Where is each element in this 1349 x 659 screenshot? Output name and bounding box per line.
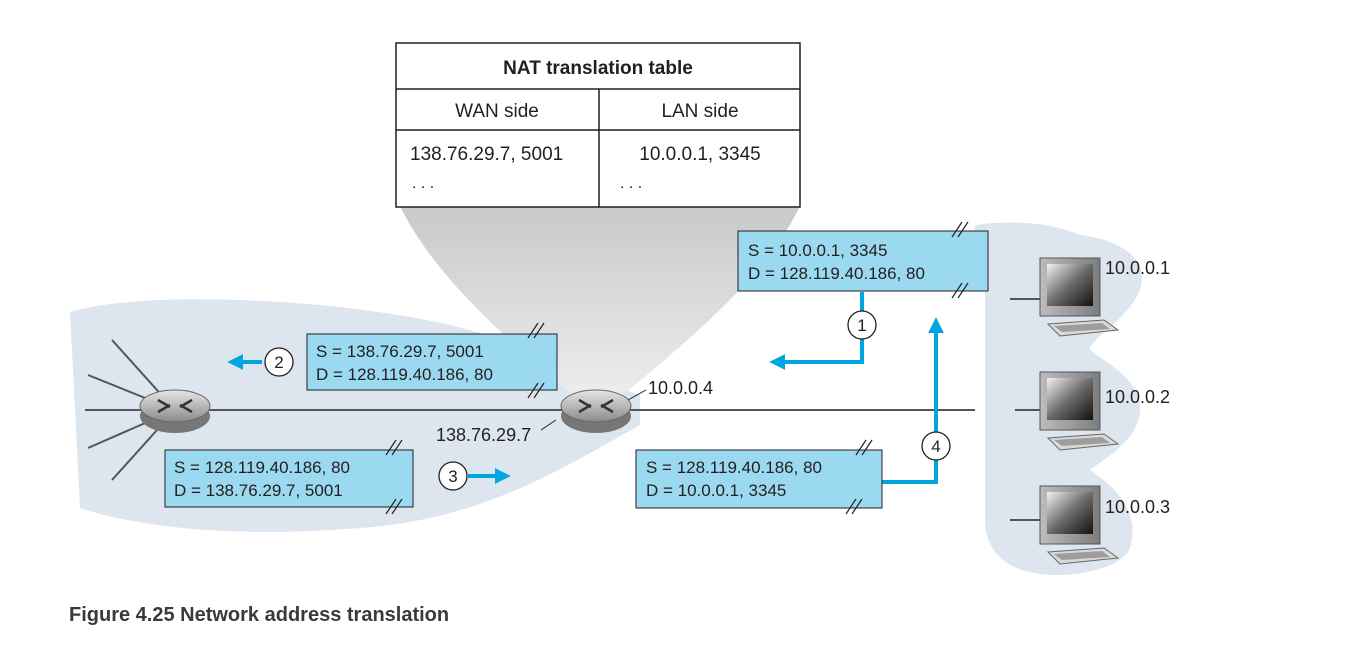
packet-source: S = 10.0.0.1, 3345 [748, 241, 887, 260]
step-marker-4: 4 [921, 431, 951, 461]
table-zoom-cone [400, 206, 800, 408]
packet-2: S = 138.76.29.7, 5001 D = 128.119.40.186… [306, 322, 558, 399]
host-computer-icon [1039, 257, 1120, 337]
nat-lan-address: 10.0.0.4 [648, 378, 713, 398]
nat-wan-address: 138.76.29.7 [436, 425, 531, 445]
packet-dest: D = 128.119.40.186, 80 [316, 365, 493, 384]
table-cell: . . . [412, 175, 434, 192]
host-address: 10.0.0.3 [1105, 497, 1170, 517]
nat-router-icon [560, 389, 632, 433]
table-cell: 138.76.29.7, 5001 [410, 144, 563, 165]
packet-dest: D = 138.76.29.7, 5001 [174, 481, 343, 500]
svg-text:4: 4 [931, 437, 940, 456]
host-computer-icon [1039, 371, 1120, 451]
path-step-4 [880, 317, 944, 484]
packet-dest: D = 128.119.40.186, 80 [748, 264, 925, 283]
table-cell: . . . [620, 175, 642, 192]
table-header-lan: LAN side [661, 101, 738, 122]
nat-translation-table: NAT translation table WAN side LAN side … [395, 42, 801, 208]
packet-dest: D = 10.0.0.1, 3345 [646, 481, 786, 500]
host-computer-icon [1039, 485, 1120, 565]
packet-3: S = 128.119.40.186, 80 D = 138.76.29.7, … [164, 439, 414, 515]
table-title: NAT translation table [503, 58, 693, 79]
table-cell: 10.0.0.1, 3345 [639, 144, 761, 165]
wan-router-icon [139, 389, 211, 433]
step-marker-3: 3 [438, 461, 468, 491]
packet-4: S = 128.119.40.186, 80 D = 10.0.0.1, 334… [635, 439, 883, 515]
svg-text:2: 2 [274, 353, 283, 372]
table-header-wan: WAN side [455, 101, 539, 122]
host-address: 10.0.0.1 [1105, 258, 1170, 278]
packet-1: S = 10.0.0.1, 3345 D = 128.119.40.186, 8… [737, 221, 989, 299]
host-address: 10.0.0.2 [1105, 387, 1170, 407]
packet-source: S = 128.119.40.186, 80 [174, 458, 350, 477]
step-marker-2: 2 [264, 347, 294, 377]
packet-source: S = 128.119.40.186, 80 [646, 458, 822, 477]
packet-source: S = 138.76.29.7, 5001 [316, 342, 484, 361]
svg-text:1: 1 [857, 316, 866, 335]
figure-caption: Figure 4.25 Network address translation [69, 604, 450, 626]
svg-text:3: 3 [448, 467, 457, 486]
step-marker-1: 1 [847, 310, 877, 340]
